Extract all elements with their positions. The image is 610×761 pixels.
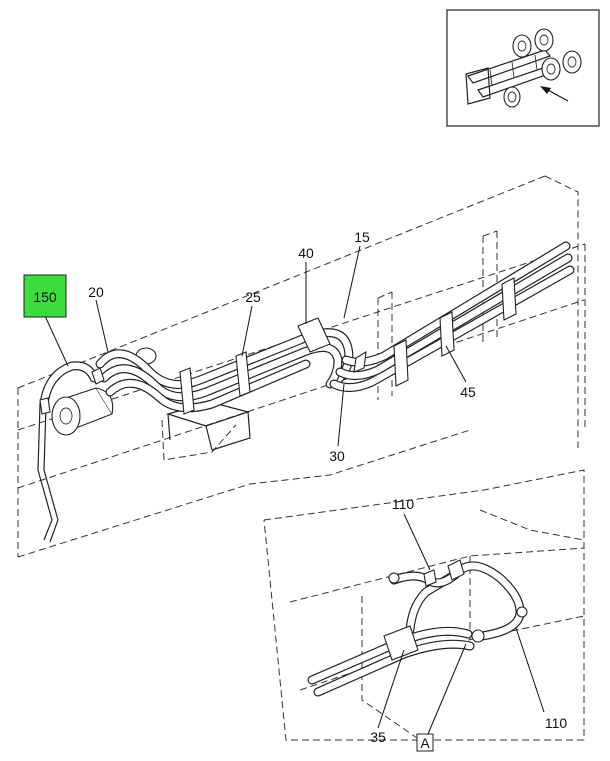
clamps	[39, 277, 517, 415]
hose-bundle	[37, 241, 575, 543]
leader-lines	[44, 245, 545, 735]
callout-45: 45	[460, 384, 476, 400]
detail-a-view	[263, 469, 585, 741]
callout-20: 20	[88, 284, 104, 300]
callout-40: 40	[298, 245, 314, 261]
detail-a-box	[416, 733, 434, 752]
callout-30: 30	[329, 448, 345, 464]
location-arrow	[540, 86, 569, 102]
truck-chassis-icon	[465, 28, 582, 108]
locator-inset	[446, 9, 600, 127]
callout-35: 35	[370, 729, 386, 745]
callout-150: 150	[33, 289, 57, 305]
detail-a-label: A	[420, 735, 430, 751]
callout-25: 25	[245, 289, 261, 305]
callout-labels: 150 20 25 40 15 45 30 110 110 35 A	[23, 229, 568, 752]
callout-110-top: 110	[392, 496, 415, 512]
highlight-box	[23, 274, 67, 318]
callout-15: 15	[354, 229, 370, 245]
callout-110-bottom: 110	[545, 715, 568, 731]
